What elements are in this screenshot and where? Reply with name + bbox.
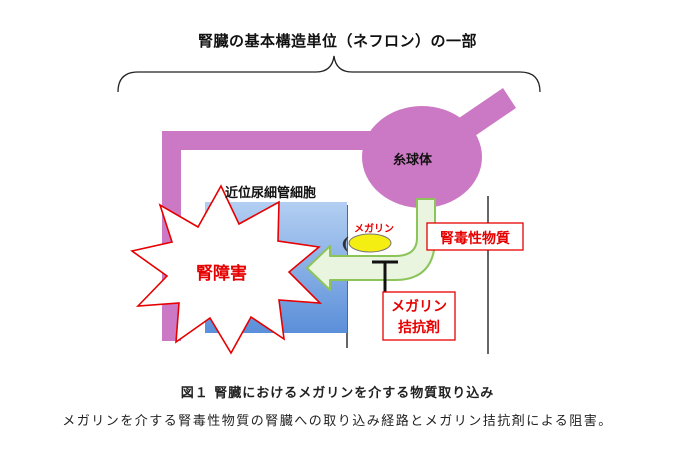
figure-caption: メガリンを介する腎毒性物質の腎臓への取り込み経路とメガリン拮抗剤による阻害。 <box>62 414 613 429</box>
nephrotoxin-label: 腎毒性物質 <box>440 231 510 247</box>
figure-title: 図１ 腎臓におけるメガリンを介する物質取り込み <box>180 386 495 401</box>
nephrotoxin-box <box>426 222 524 251</box>
tubule-cell-label: 近位尿細管細胞 <box>225 186 317 201</box>
nephron-header: 腎臓の基本構造単位（ネフロン）の一部 <box>197 32 477 50</box>
megalin-receptor <box>348 233 392 253</box>
kidney-injury-label: 腎障害 <box>196 264 247 284</box>
antagonist-label-line1: メガリン <box>391 299 447 315</box>
nephron-bracket <box>117 55 541 93</box>
megalin-crescent <box>342 236 349 252</box>
glomerulus-outlet <box>456 88 516 140</box>
antagonist-box <box>382 291 456 341</box>
uptake-arrow <box>306 198 436 291</box>
glomerulus-shape <box>362 106 482 208</box>
antagonist-label-line2: 拮抗剤 <box>398 320 440 336</box>
kidney-injury-burst <box>130 184 323 355</box>
glomerulus-label: 糸球体 <box>393 153 433 168</box>
megalin-label: メガリン <box>354 224 394 235</box>
